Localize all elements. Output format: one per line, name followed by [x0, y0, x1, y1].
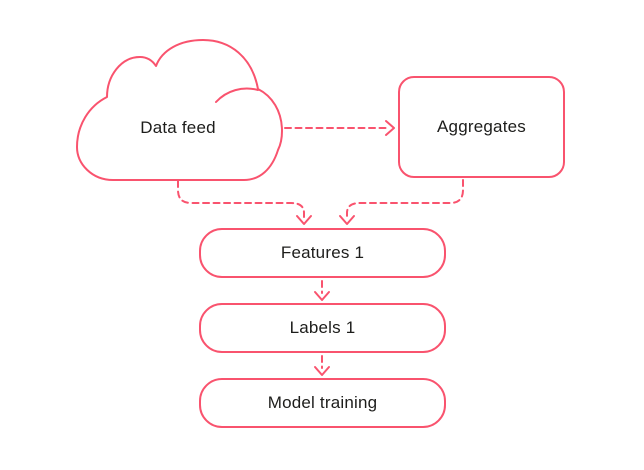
arrowhead-down-icon: [314, 291, 330, 301]
arrowhead-down-icon: [296, 215, 312, 225]
edge-aggregates-features: [339, 179, 464, 225]
cloud-inner-arc: [215, 87, 259, 103]
edge-features-labels: [314, 280, 330, 301]
node-data-feed-label: Data feed: [140, 118, 216, 137]
edge-datafeed-aggregates: [284, 120, 395, 136]
edge-labels-model: [314, 355, 330, 376]
node-features-1: Features 1: [199, 228, 446, 278]
edge-datafeed-features: [177, 180, 312, 225]
arrowhead-down-icon: [314, 366, 330, 376]
arrowhead-right-icon: [385, 120, 395, 136]
node-aggregates: Aggregates: [398, 76, 565, 178]
arrowhead-down-icon: [339, 215, 355, 225]
cloud-shape: [76, 39, 283, 181]
node-model-training: Model training: [199, 378, 446, 428]
node-labels-1: Labels 1: [199, 303, 446, 353]
